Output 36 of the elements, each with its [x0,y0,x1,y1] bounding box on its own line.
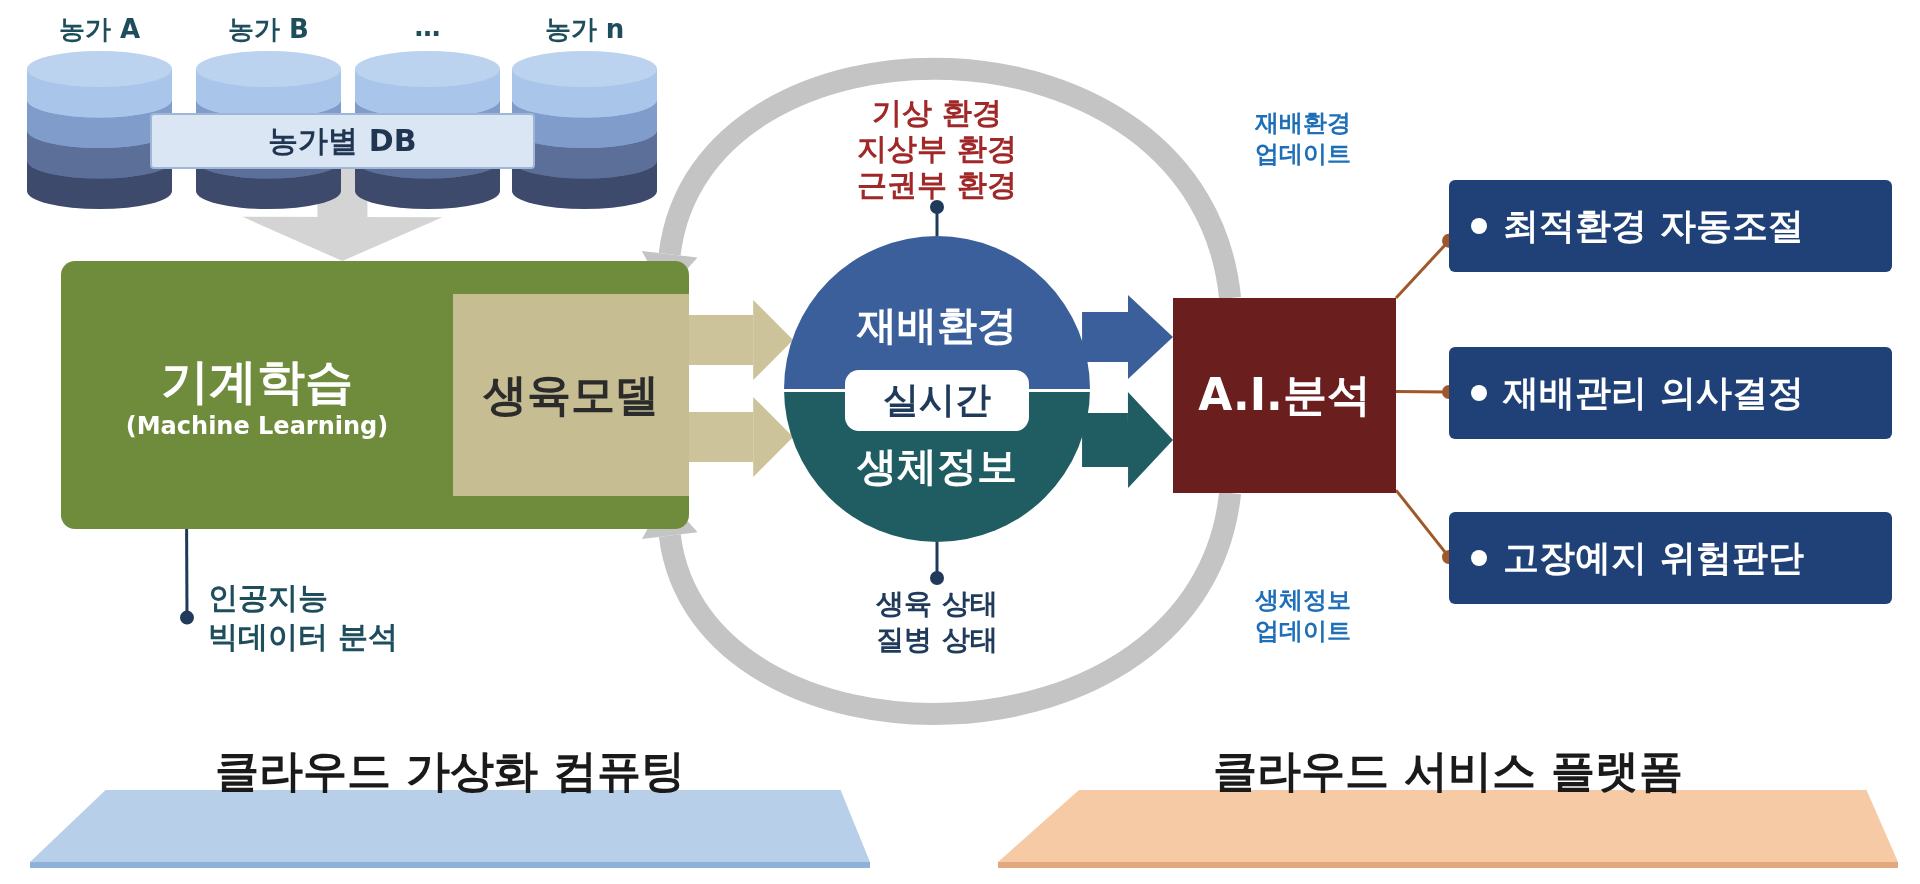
realtime-badge: 실시간 [845,370,1029,431]
note-text: 기상 환경 지상부 환경 근권부 환경 [856,95,1018,202]
platform-label: 클라우드 가상화 컴퓨팅 [213,744,687,798]
block-arrow [689,397,794,478]
curved-arrow [642,58,1241,301]
output-box [1449,347,1892,439]
block-arrow [689,300,794,381]
database-band [150,113,535,169]
farm-label: … [413,12,442,42]
box-label: A.I.분석 [1198,368,1371,422]
output-label: 재배관리 의사결정 [1503,370,1804,415]
platform-label: 클라우드 서비스 플랫폼 [1211,744,1685,798]
output-label: 고장예지 위험판단 [1503,535,1804,580]
leader-line [930,200,944,236]
circle-label: 생체정보 [856,442,1018,491]
output-box [1449,180,1892,272]
box-subtitle: (Machine Learning) [125,412,389,441]
leader-line [930,542,944,585]
box-label: 생육모델 [483,367,659,422]
output-box [1449,512,1892,604]
block-arrow [1082,392,1173,489]
process-box [61,261,689,529]
leader-line [180,529,194,625]
farm-label: 농가 B [227,13,310,46]
circle-label: 재배환경 [855,301,1018,350]
note-text: 생육 상태 질병 상태 [876,587,998,657]
box-title: 기계학습 [161,351,353,411]
farm-label: 농가 A [57,13,142,46]
band-label: 농가별 DB [268,121,417,160]
analysis-box [1173,298,1396,493]
farm-label: 농가 n [543,13,626,46]
output-label: 최적환경 자동조절 [1503,203,1804,248]
block-arrow [1082,295,1173,379]
note-text: 인공지능 빅데이터 분석 [208,580,399,654]
block-arrow [242,169,443,261]
model-box [453,294,689,496]
